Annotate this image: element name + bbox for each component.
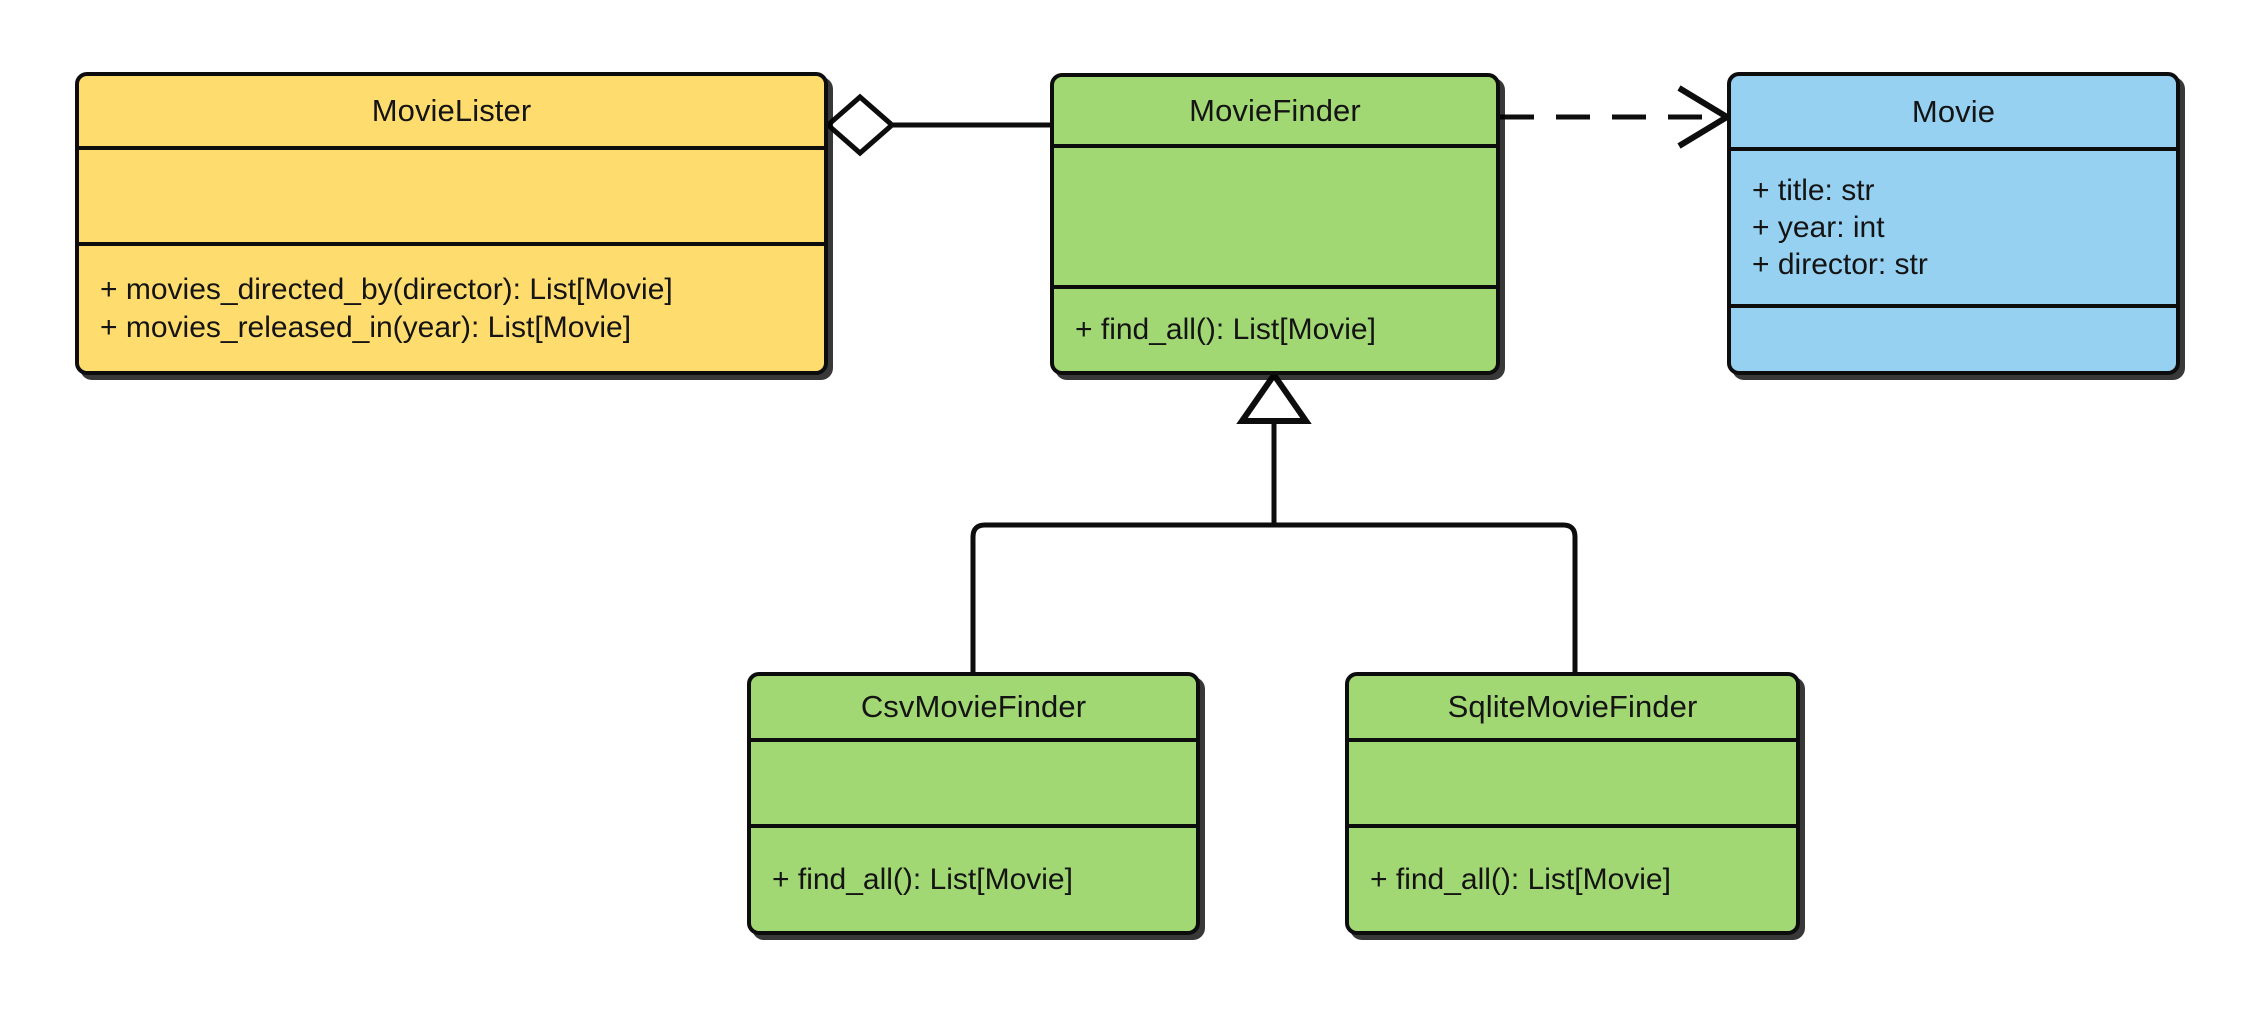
attributes-compartment-csvmoviefinder	[751, 738, 1196, 824]
method-item: + find_all(): List[Movie]	[1075, 313, 1376, 347]
method-item: + find_all(): List[Movie]	[1370, 862, 1671, 896]
attribute-item: + year: int	[1752, 210, 1885, 244]
methods-compartment-movie	[1731, 304, 2176, 371]
class-name-moviefinder: MovieFinder	[1189, 92, 1361, 128]
attributes-compartment-movie: + title: str + year: int + director: str	[1731, 147, 2176, 304]
class-name-csvmoviefinder: CsvMovieFinder	[860, 689, 1087, 724]
class-name-movielister: MovieLister	[371, 93, 532, 128]
attributes-compartment-sqlitemoviefinder	[1349, 738, 1796, 824]
method-item: + movies_released_in(year): List[Movie]	[100, 310, 632, 344]
method-item: + movies_directed_by(director): List[Mov…	[100, 273, 673, 307]
class-box-moviefinder[interactable]: MovieFinder + find_all(): List[Movie]	[1050, 73, 1500, 375]
open-arrowhead-icon	[1677, 85, 1733, 149]
methods-compartment-csvmoviefinder: + find_all(): List[Movie]	[751, 824, 1196, 931]
methods-compartment-movielister: + movies_directed_by(director): List[Mov…	[79, 242, 824, 371]
dependency-edge-moviefinder-movie	[1500, 85, 1733, 149]
hollow-diamond-icon	[824, 93, 896, 157]
generalization-edge-group	[970, 369, 1578, 672]
generalization-routing-bar	[970, 522, 1578, 672]
class-box-movielister[interactable]: MovieLister + movies_directed_by(directo…	[75, 72, 828, 375]
class-box-movie[interactable]: Movie + title: str + year: int + directo…	[1727, 72, 2180, 375]
class-box-sqlitemoviefinder[interactable]: SqliteMovieFinder + find_all(): List[Mov…	[1345, 672, 1800, 935]
class-name-sqlitemoviefinder: SqliteMovieFinder	[1447, 689, 1698, 724]
attribute-item: + title: str	[1752, 173, 1875, 207]
attributes-compartment-movielister	[79, 146, 824, 242]
methods-compartment-moviefinder: + find_all(): List[Movie]	[1054, 285, 1496, 371]
attributes-compartment-moviefinder	[1054, 144, 1496, 285]
class-name-movie: Movie	[1911, 93, 1996, 129]
aggregation-edge-movielister-moviefinder	[824, 93, 1050, 157]
class-box-csvmoviefinder[interactable]: CsvMovieFinder + find_all(): List[Movie]	[747, 672, 1200, 935]
hollow-triangle-icon	[1236, 369, 1312, 424]
attribute-item: + director: str	[1752, 248, 1928, 282]
methods-compartment-sqlitemoviefinder: + find_all(): List[Movie]	[1349, 824, 1796, 931]
method-item: + find_all(): List[Movie]	[772, 862, 1073, 896]
